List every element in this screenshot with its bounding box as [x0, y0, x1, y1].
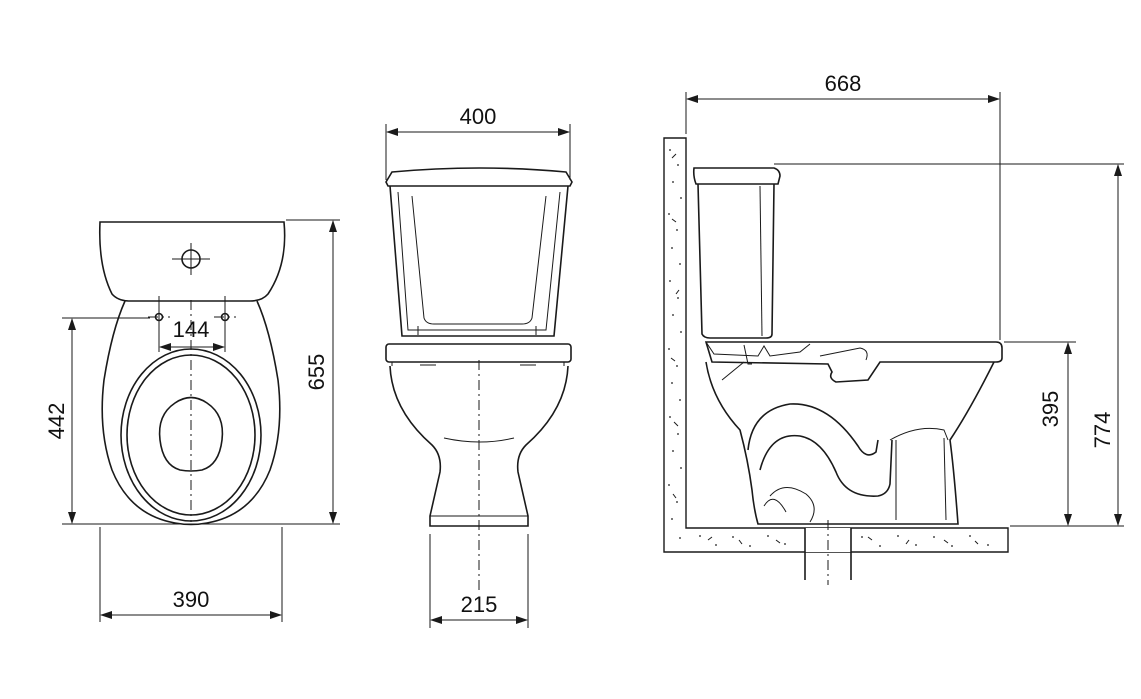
front-view-tank-lid: [385, 167, 573, 187]
side-view-tank-lid: [692, 167, 781, 185]
front-view-tank: [389, 185, 569, 337]
wall-section: [663, 137, 1009, 553]
dim-label-655: 655: [304, 354, 329, 391]
dim-label-215: 215: [461, 592, 498, 617]
wall-hatch-marks: [670, 153, 979, 545]
top-view-tank: [98, 221, 286, 302]
flush-button-icon: [172, 243, 210, 275]
dim-label-668: 668: [825, 71, 862, 96]
dim-label-144: 144: [173, 317, 210, 342]
front-view-seat: [385, 343, 572, 363]
wall-hatch: [668, 149, 989, 547]
side-view-trapway: [747, 403, 879, 456]
dim-label-390: 390: [173, 587, 210, 612]
side-view: 668 395 774: [663, 71, 1124, 585]
side-view-tank: [697, 183, 775, 339]
front-view: 400 215: [385, 104, 573, 628]
dim-label-442: 442: [44, 403, 69, 440]
dim-label-400: 400: [460, 104, 497, 129]
top-view: 144 390 442 655: [44, 219, 340, 622]
top-view-bowl-opening: [158, 396, 224, 472]
side-view-seat: [704, 341, 1003, 383]
side-view-bowl: [705, 361, 995, 525]
dim-label-395: 395: [1038, 391, 1063, 428]
dim-label-774: 774: [1090, 412, 1115, 449]
